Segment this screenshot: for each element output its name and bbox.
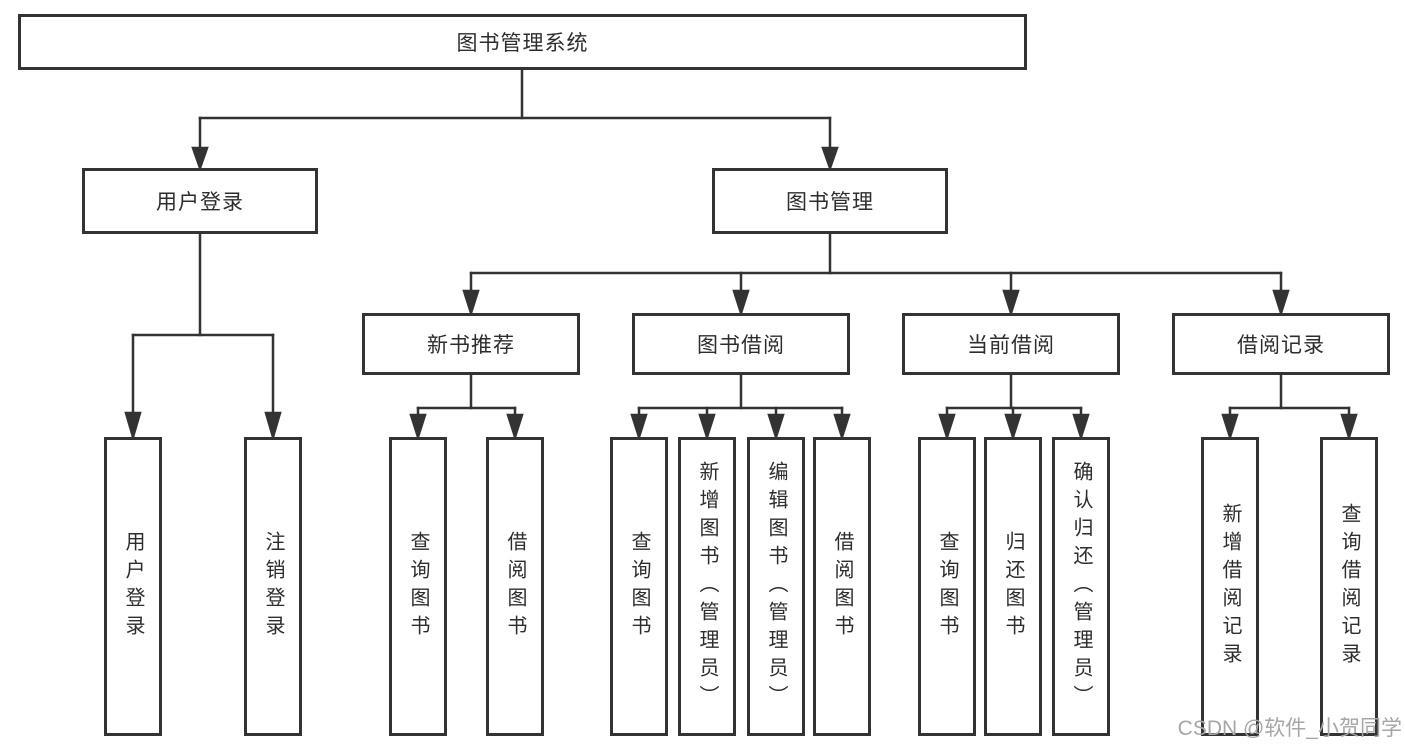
csdn-watermark: CSDN @软件_小贺同学 <box>1177 717 1402 740</box>
leaf-borrow-books-recommend: 借阅图书 <box>486 437 544 736</box>
leaf-borrow-books-borrowing-label: 借阅图书 <box>831 530 853 643</box>
node-root-system: 图书管理系统 <box>18 14 1027 70</box>
connector-book-borrowing-to-leaves <box>630 373 851 442</box>
connector-borrowing-records-to-leaves <box>1221 373 1358 442</box>
leaf-confirm-return-admin-label: 确认归还（管理员） <box>1070 460 1092 713</box>
leaf-query-books-borrowing-label: 查询图书 <box>628 530 650 643</box>
connector-book-management-to-level3 <box>462 232 1290 318</box>
node-book-management: 图书管理 <box>712 168 948 234</box>
leaf-logout-label: 注销登录 <box>262 530 284 643</box>
arrowhead-down <box>833 413 851 442</box>
leaf-query-books-borrowing: 查询图书 <box>610 437 668 736</box>
arrowhead-down <box>1004 413 1022 442</box>
leaf-add-borrowing-record: 新增借阅记录 <box>1201 437 1259 736</box>
node-user-login-label: 用户登录 <box>156 191 244 214</box>
node-user-login: 用户登录 <box>82 168 318 234</box>
arrowhead-down <box>1221 413 1239 442</box>
node-borrowing-records-label: 借阅记录 <box>1237 334 1325 357</box>
arrowhead-down <box>191 146 209 172</box>
leaf-return-books: 归还图书 <box>984 437 1042 736</box>
leaf-return-books-label: 归还图书 <box>1002 530 1024 643</box>
node-current-borrowing: 当前借阅 <box>902 313 1120 375</box>
leaf-edit-book-admin-label: 编辑图书（管理员） <box>765 460 787 713</box>
arrowhead-down <box>1272 289 1290 318</box>
leaf-query-borrowing-record: 查询借阅记录 <box>1320 437 1378 736</box>
arrowhead-down <box>698 413 716 442</box>
arrowhead-down <box>124 411 142 442</box>
node-new-book-recommendation-label: 新书推荐 <box>427 334 515 357</box>
leaf-user-login-label: 用户登录 <box>122 530 144 643</box>
arrowhead-down <box>767 413 785 442</box>
arrowhead-down <box>1072 413 1090 442</box>
leaf-borrow-books-recommend-label: 借阅图书 <box>504 530 526 643</box>
node-root-label: 图书管理系统 <box>456 32 589 55</box>
node-current-borrowing-label: 当前借阅 <box>967 334 1055 357</box>
leaf-borrow-books-borrowing: 借阅图书 <box>813 437 871 736</box>
arrowhead-down <box>821 146 839 172</box>
leaf-logout: 注销登录 <box>244 437 302 736</box>
node-new-book-recommendation: 新书推荐 <box>362 313 580 375</box>
connector-new-book-rec-to-leaves <box>409 373 524 442</box>
arrowhead-down <box>409 413 427 442</box>
leaf-query-books-current-label: 查询图书 <box>936 530 958 643</box>
arrowhead-down <box>630 413 648 442</box>
leaf-confirm-return-admin: 确认归还（管理员） <box>1052 437 1110 736</box>
arrowhead-down <box>462 289 480 318</box>
node-borrowing-records: 借阅记录 <box>1172 313 1390 375</box>
node-book-borrowing-label: 图书借阅 <box>697 334 785 357</box>
connector-root-to-level2 <box>191 68 839 172</box>
arrowhead-down <box>264 411 282 442</box>
arrowhead-down <box>1002 289 1020 318</box>
node-book-borrowing: 图书借阅 <box>632 313 850 375</box>
arrowhead-down <box>1340 413 1358 442</box>
leaf-user-login: 用户登录 <box>104 437 162 736</box>
leaf-query-books-recommend: 查询图书 <box>389 437 447 736</box>
leaf-add-borrowing-record-label: 新增借阅记录 <box>1219 502 1241 671</box>
connector-current-borrowing-to-leaves <box>938 373 1090 442</box>
leaf-query-borrowing-record-label: 查询借阅记录 <box>1338 502 1360 671</box>
leaf-edit-book-admin: 编辑图书（管理员） <box>747 437 805 736</box>
arrowhead-down <box>938 413 956 442</box>
connector-user-login-to-leaves <box>124 232 282 442</box>
arrowhead-down <box>732 289 750 318</box>
leaf-query-books-current: 查询图书 <box>918 437 976 736</box>
node-book-management-label: 图书管理 <box>786 191 874 214</box>
leaf-add-book-admin-label: 新增图书（管理员） <box>696 460 718 713</box>
leaf-add-book-admin: 新增图书（管理员） <box>678 437 736 736</box>
leaf-query-books-recommend-label: 查询图书 <box>407 530 429 643</box>
arrowhead-down <box>506 413 524 442</box>
